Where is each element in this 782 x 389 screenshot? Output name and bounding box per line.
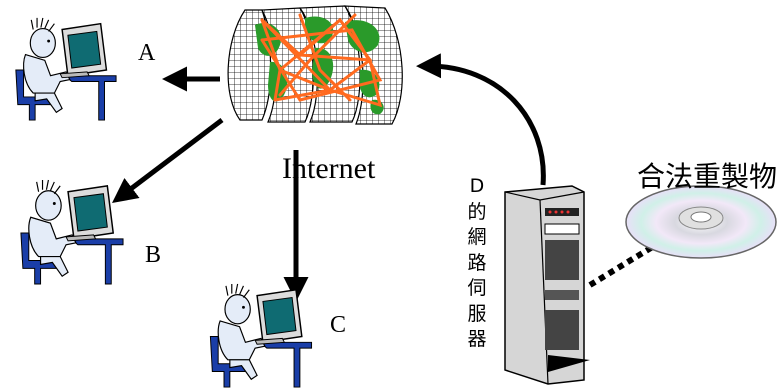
server-label-char: 網 [467,226,487,248]
user-a-label: A [138,40,156,66]
internet-label: Internet [282,152,376,185]
cd-disc [625,185,777,259]
server-label: D 的 網 路 伺 服 器 [464,174,490,353]
arrow-to-b [112,118,224,204]
internet-globe [227,5,403,125]
user-b-label: B [145,242,162,268]
user-a-figure [15,17,117,121]
user-b-figure [20,179,124,285]
arrows [112,53,546,302]
server-label-char: D [469,175,485,197]
server-label-char: 路 [467,251,487,274]
server-label-char: 伺 [467,277,487,299]
disc-label: 合法重製物 [637,160,778,193]
server-label-char: 服 [467,302,487,325]
user-c-figure [209,283,313,388]
network-lines [260,13,383,108]
arrow-server-to-internet [416,53,546,186]
server-label-char: 器 [467,328,487,350]
server-label-char: 的 [467,200,487,223]
server-tower [504,185,590,385]
user-c-label: C [330,312,347,338]
dotted-link [588,243,656,288]
